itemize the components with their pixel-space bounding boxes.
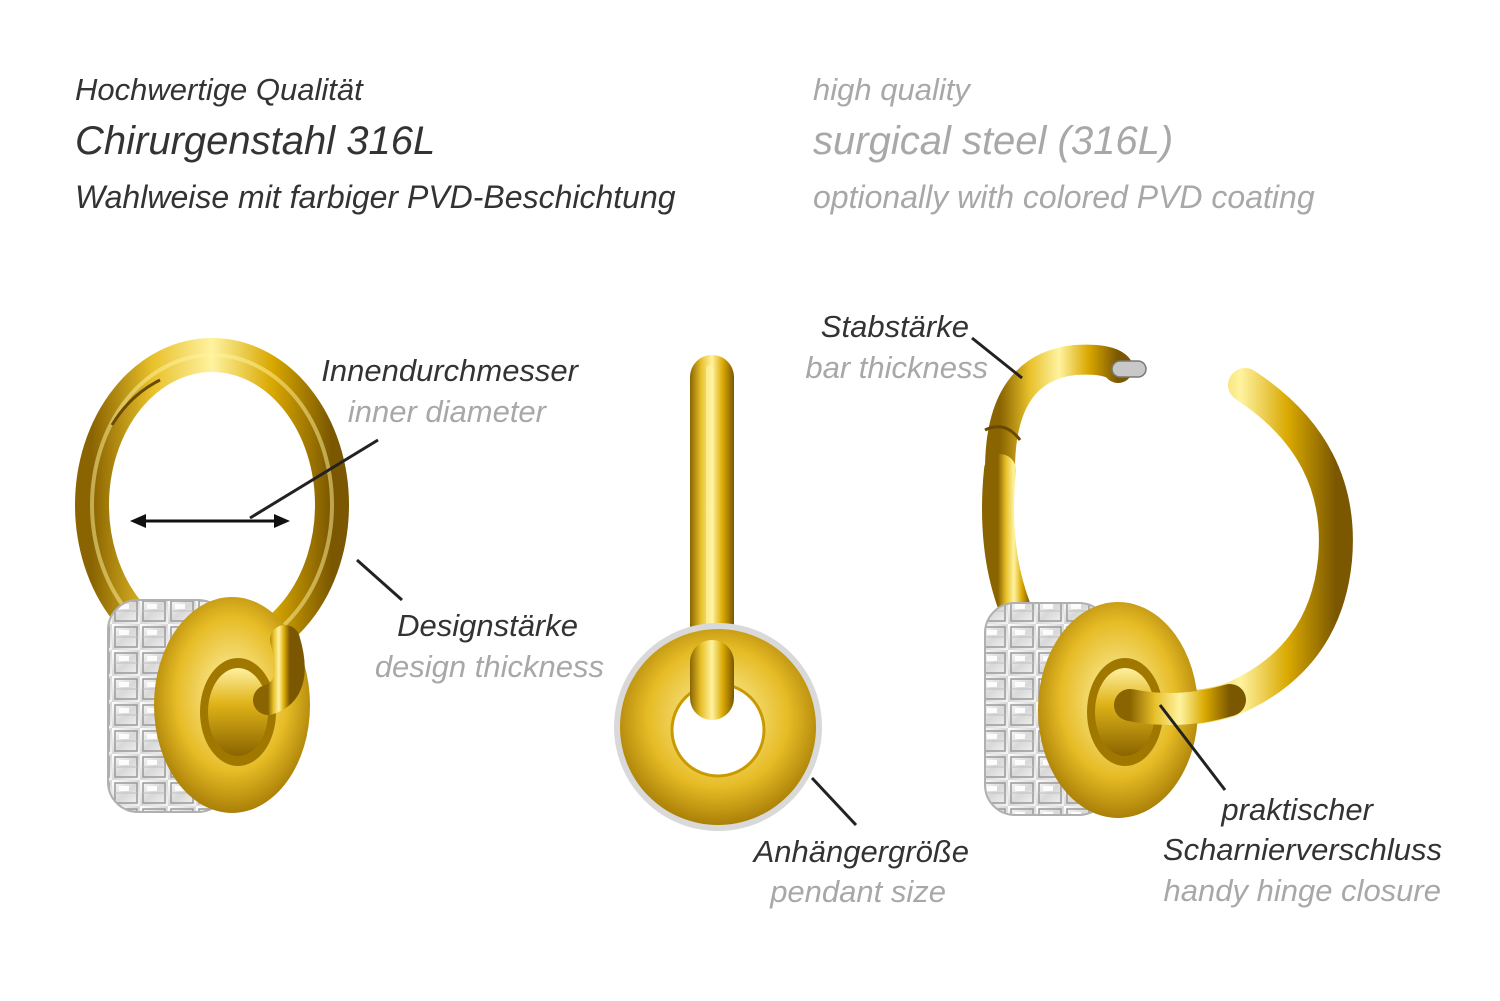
left-earring	[75, 338, 349, 813]
header-de-line2: Chirurgenstahl 316L	[75, 119, 436, 163]
header-en-line1: high quality	[813, 72, 970, 107]
inner-diameter-arrow	[130, 438, 379, 528]
label-pendant-size-en: pendant size	[770, 874, 946, 909]
label-inner-diameter-en: inner diameter	[347, 394, 546, 429]
label-hinge-closure-de-line1: praktischer	[1221, 792, 1373, 827]
header-en-line2: surgical steel (316L)	[813, 119, 1174, 163]
pendant-size-pointer	[810, 776, 858, 827]
header-de-line3: Wahlweise mit farbiger PVD-Beschichtung	[75, 179, 676, 215]
design-thickness-pointer	[356, 558, 403, 602]
label-hinge-closure-de-line2: Scharnierverschluss	[1162, 832, 1442, 867]
label-design-thickness-de: Designstärke	[397, 608, 578, 643]
bar-thickness-pointer	[971, 336, 1023, 380]
label-design-thickness-en: design thickness	[374, 649, 604, 684]
header-de-line1: Hochwertige Qualität	[75, 72, 363, 107]
label-pendant-size-de: Anhängergröße	[753, 834, 969, 869]
label-inner-diameter-de: Innendurchmesser	[321, 353, 578, 388]
header-en-line3: optionally with colored PVD coating	[813, 179, 1315, 215]
label-hinge-closure-en: handy hinge closure	[1163, 873, 1441, 908]
label-bar-thickness-en: bar thickness	[805, 350, 988, 385]
right-earring	[982, 344, 1353, 818]
hinge-closure-pointer	[1158, 704, 1227, 791]
label-bar-thickness-de: Stabstärke	[820, 309, 969, 344]
middle-earring	[614, 355, 822, 831]
